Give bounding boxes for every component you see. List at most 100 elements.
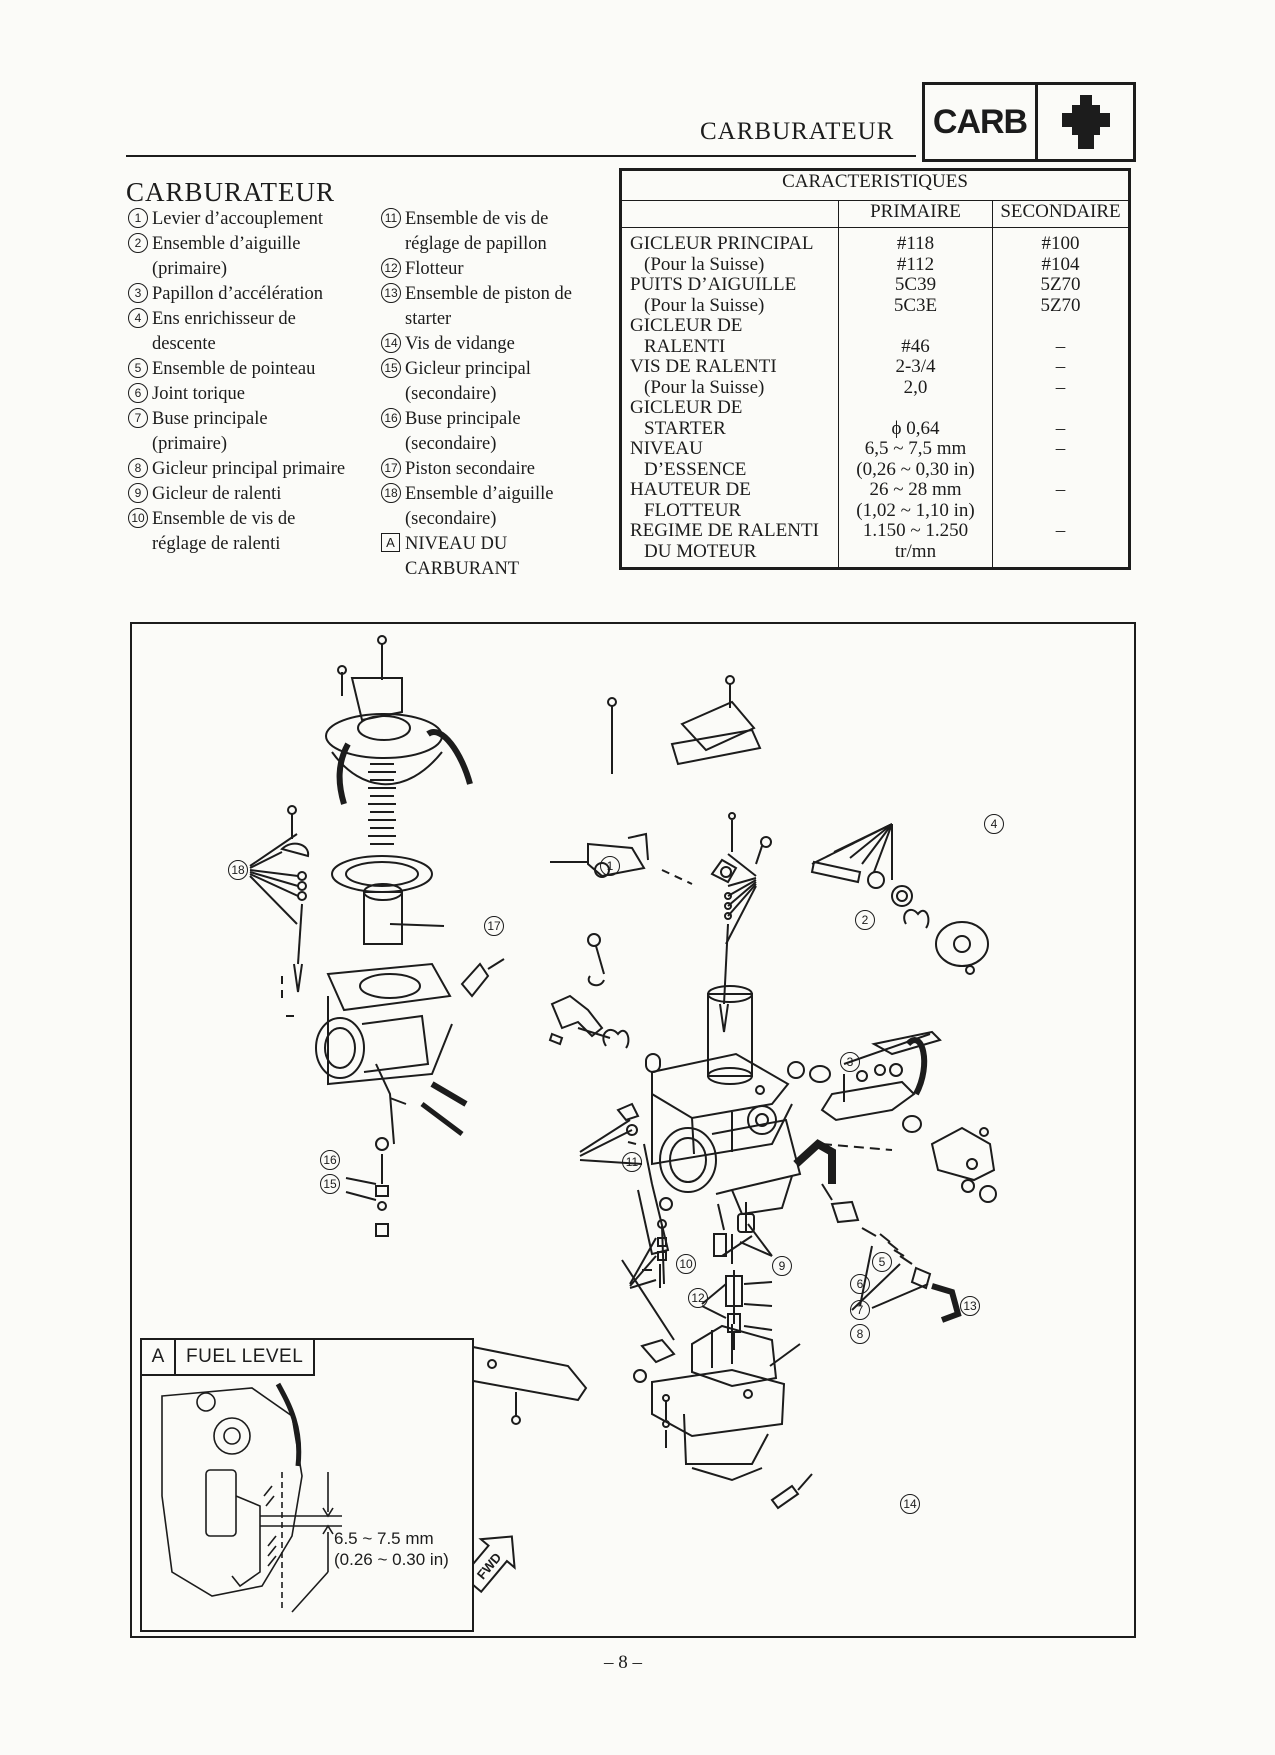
- spec-cell: 5C3E: [893, 294, 938, 316]
- spec-cell: 26 ~ 28 mm: [869, 479, 962, 500]
- legend-text-line: Ensemble de vis de: [405, 209, 549, 229]
- legend-text-line: CARBURANT: [405, 559, 520, 579]
- legend-number: 3: [128, 282, 152, 307]
- legend-text-line: Ensemble de piston de: [405, 284, 572, 304]
- callout-15: 15: [320, 1174, 340, 1195]
- section-title: CARBURATEUR: [126, 177, 336, 207]
- legend-number: 17: [381, 457, 405, 482]
- callout-8: 8: [850, 1324, 870, 1345]
- legend-text: Gicleur principal(secondaire): [405, 357, 611, 407]
- legend-number-mark: 13: [381, 283, 401, 303]
- spec-cell: –: [1055, 479, 1066, 500]
- legend-text-line: Levier d’accouplement: [152, 209, 324, 229]
- fuel-level-inset-header: A FUEL LEVEL: [142, 1340, 316, 1376]
- spec-cell: #100: [1041, 233, 1080, 254]
- legend-text-line: (primaire): [152, 434, 227, 454]
- spec-cell: NIVEAU: [630, 438, 703, 459]
- exploded-diagram-drawing: FWD: [171, 635, 997, 1612]
- legend-number: 18: [381, 482, 405, 532]
- legend-text-line: Gicleur principal primaire: [152, 459, 346, 479]
- spec-cell: #104: [1041, 253, 1080, 275]
- legend-text: Piston secondaire: [405, 457, 611, 482]
- spec-cell: GICLEUR DE: [630, 315, 743, 336]
- legend-number-mark: A: [381, 533, 400, 552]
- legend-number-mark: 7: [128, 408, 148, 428]
- legend-number-mark: 5: [128, 358, 148, 378]
- spec-cell: (1,02 ~ 1,10 in): [856, 499, 975, 521]
- spec-table-title: CARACTERISTIQUES: [622, 171, 1128, 201]
- spec-cell: (Pour la Suisse): [644, 294, 765, 316]
- legend-number-mark: 11: [381, 208, 401, 228]
- spec-cell: #112: [896, 253, 935, 275]
- spec-cell: 6,5 ~ 7,5 mm: [864, 438, 967, 459]
- spec-cell: 5Z70: [1040, 294, 1081, 316]
- spec-cell: 5C39: [894, 274, 937, 295]
- header-title: CARBURATEUR: [700, 118, 895, 145]
- spec-cell: #118: [896, 233, 935, 254]
- legend-number: 14: [381, 332, 405, 357]
- legend-text: Buse principale(secondaire): [405, 407, 611, 457]
- legend-number: 4: [128, 307, 152, 357]
- legend-number: 11: [381, 207, 405, 257]
- callout-6: 6: [850, 1274, 870, 1295]
- legend-number: 13: [381, 282, 405, 332]
- legend-number-mark: 9: [128, 483, 148, 503]
- fwd-label: FWD: [474, 1550, 505, 1582]
- spec-cell: [843, 316, 988, 337]
- callout-13: 13: [960, 1296, 980, 1317]
- fuel-level-measure-mm: 6.5 ~ 7.5 mm: [334, 1529, 434, 1548]
- callout-11: 11: [622, 1152, 642, 1173]
- legend-number-mark: 14: [381, 333, 401, 353]
- carb-badge: CARB: [922, 82, 1136, 162]
- legend-text-line: Flotteur: [405, 259, 464, 279]
- legend-number-mark: 17: [381, 458, 401, 478]
- legend-text: Ensemble d’aiguille(secondaire): [405, 482, 611, 532]
- legend-text-line: Ensemble de pointeau: [152, 359, 316, 379]
- legend-text-line: Gicleur de ralenti: [152, 484, 282, 504]
- legend-text-line: (secondaire): [405, 384, 497, 404]
- legend-number: 12: [381, 257, 405, 282]
- legend-number-mark: 16: [381, 408, 401, 428]
- spec-cell: (0,26 ~ 0,30 in): [856, 458, 975, 480]
- legend-text-line: Piston secondaire: [405, 459, 535, 479]
- spec-cell: D’ESSENCE: [644, 458, 747, 480]
- legend-text-line: (secondaire): [405, 509, 497, 529]
- spec-cell: –: [1055, 376, 1066, 398]
- legend-number: 16: [381, 407, 405, 457]
- spec-cell: [843, 398, 988, 419]
- callout-7: 7: [850, 1300, 870, 1321]
- fuel-level-inset: A FUEL LEVEL 6.5 ~ 7.5 mm (0.26 ~ 0.30 i…: [140, 1338, 474, 1632]
- spec-cell: [997, 316, 1124, 337]
- fuel-level-measure-in: (0.26 ~ 0.30 in): [334, 1550, 449, 1569]
- spec-cell: [997, 542, 1124, 563]
- legend-text-line: starter: [405, 309, 452, 329]
- legend-number: 2: [128, 232, 152, 282]
- callout-9: 9: [772, 1256, 792, 1277]
- spec-cell: [997, 501, 1124, 522]
- spec-cell: GICLEUR PRINCIPAL: [630, 233, 814, 254]
- legend-text-line: Papillon d’accélération: [152, 284, 324, 304]
- legend-number: 6: [128, 382, 152, 407]
- legend-number-mark: 2: [128, 233, 148, 253]
- spec-cell: RALENTI: [644, 335, 726, 357]
- legend-text-line: Buse principale: [152, 409, 268, 429]
- spec-cell: PUITS D’AIGUILLE: [630, 274, 797, 295]
- spec-labels-column: GICLEUR PRINCIPAL (Pour la Suisse)PUITS D…: [622, 228, 839, 568]
- legend-text-line: Ens enrichisseur de: [152, 309, 296, 329]
- callout-5: 5: [872, 1252, 892, 1273]
- legend-text: Ensemble de piston de starter: [405, 282, 611, 332]
- callout-12: 12: [688, 1288, 708, 1309]
- legend-number-mark: 6: [128, 383, 148, 403]
